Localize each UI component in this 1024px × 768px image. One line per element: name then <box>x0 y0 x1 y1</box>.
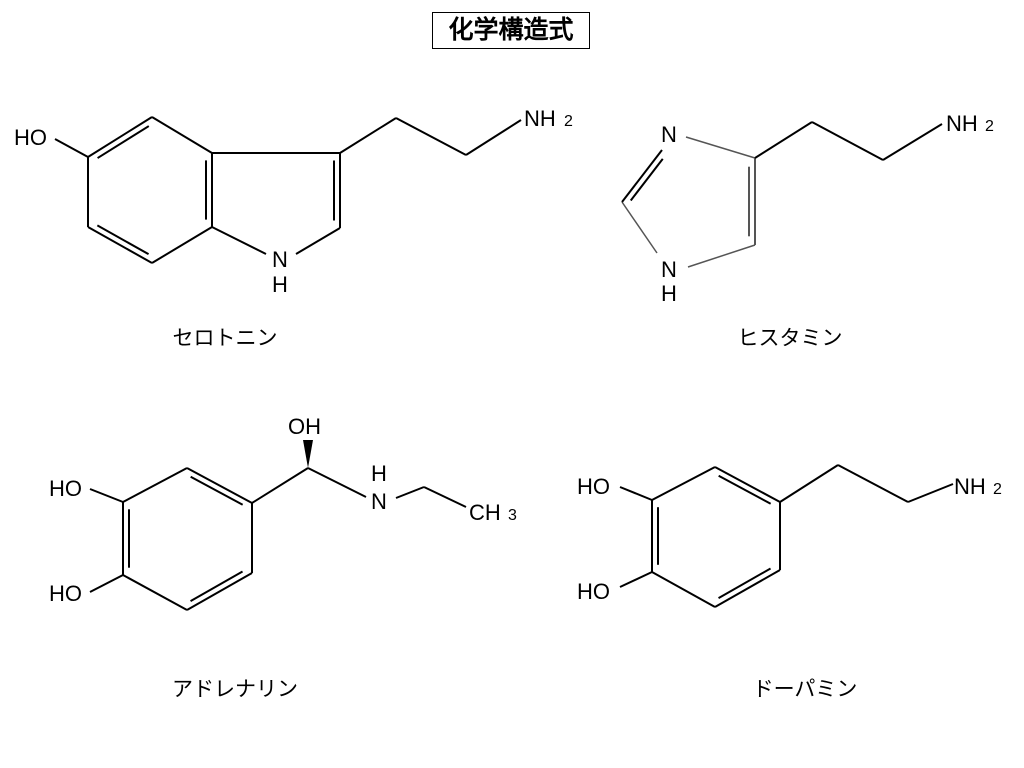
atom-label-h: H <box>661 281 677 306</box>
bond-line <box>122 467 188 503</box>
atom-label-ho: HO <box>49 581 82 606</box>
molecule-name-serotonin: セロトニン <box>173 326 278 350</box>
bond-line <box>211 226 267 255</box>
bond-line <box>423 486 467 508</box>
bond-line <box>621 149 663 203</box>
bond-line <box>151 226 213 264</box>
atom-label-ho: HO <box>49 476 82 501</box>
bond-line <box>186 467 253 504</box>
atom-label-ch3: CH <box>469 500 501 525</box>
bond-line <box>621 201 658 254</box>
wedge-bond <box>303 440 313 468</box>
atom-label-subscript: 2 <box>985 118 994 135</box>
bond-line <box>685 136 756 159</box>
bond-line <box>651 466 716 501</box>
bond-line <box>89 574 124 593</box>
bond-line <box>882 123 943 161</box>
molecule-name-histamine: ヒスタミン <box>738 326 843 350</box>
molecule-serotonin: HO NH 2 N H セロトニン <box>14 106 573 350</box>
bond-line <box>395 117 467 156</box>
molecule-histamine: N N H NH 2 ヒスタミン <box>661 111 994 350</box>
molecule-name-adrenaline: アドレナリン <box>172 677 298 701</box>
bond-line <box>89 488 124 503</box>
bond-line <box>907 483 954 503</box>
atom-label-n: N <box>661 257 677 282</box>
atom-label-subscript: 3 <box>508 507 517 524</box>
atom-label-n: N <box>661 122 677 147</box>
atom-label-nh2: NH <box>946 111 978 136</box>
bond-line <box>465 119 522 156</box>
bond-line <box>87 116 153 158</box>
bond-line <box>307 467 367 498</box>
bond-line <box>718 474 772 505</box>
bond-line <box>714 466 781 503</box>
atom-label-h: H <box>371 461 387 486</box>
bond-line <box>295 227 341 255</box>
molecule-adrenaline: HO HO OH N H CH 3 アドレナリン <box>49 414 517 701</box>
bond-line <box>619 571 653 588</box>
atom-label-ho: HO <box>577 474 610 499</box>
bond-line <box>151 116 213 154</box>
bond-line <box>87 226 153 264</box>
bond-line <box>251 467 309 504</box>
bond-line <box>54 138 89 158</box>
atom-label-oh: OH <box>288 414 321 439</box>
atom-label-ho: HO <box>14 125 47 150</box>
atom-label-nh2: NH <box>954 474 986 499</box>
bond-line <box>651 571 716 608</box>
bond-line <box>754 121 813 159</box>
bond-line <box>96 224 150 256</box>
bond-line <box>714 569 781 608</box>
bond-line <box>718 567 772 599</box>
bond-line <box>395 486 425 499</box>
bond-line <box>122 574 188 611</box>
atom-label-n: N <box>371 489 387 514</box>
atom-label-n: N <box>272 247 288 272</box>
atom-label-ho: HO <box>577 579 610 604</box>
bond-line <box>339 117 397 154</box>
bond-line <box>811 121 884 161</box>
atom-label-subscript: 2 <box>993 481 1002 498</box>
bond-line <box>619 486 653 501</box>
bond-line <box>687 244 756 268</box>
molecule-name-dopamine: ドーパミン <box>753 677 858 701</box>
atom-label-nh2: NH <box>524 106 556 131</box>
bonds-layer <box>54 116 954 611</box>
bond-line <box>186 572 253 611</box>
molecule-dopamine: HO HO NH 2 ドーパミン <box>577 474 1002 701</box>
bond-line <box>190 475 244 506</box>
bond-line <box>837 464 909 503</box>
bond-line <box>190 570 244 602</box>
atom-label-subscript: 2 <box>564 113 573 130</box>
bond-line <box>97 125 150 159</box>
bond-line <box>629 158 664 202</box>
bond-line <box>779 464 839 503</box>
atom-label-h: H <box>272 272 288 297</box>
diagram-title: 化学構造式 <box>432 12 590 49</box>
